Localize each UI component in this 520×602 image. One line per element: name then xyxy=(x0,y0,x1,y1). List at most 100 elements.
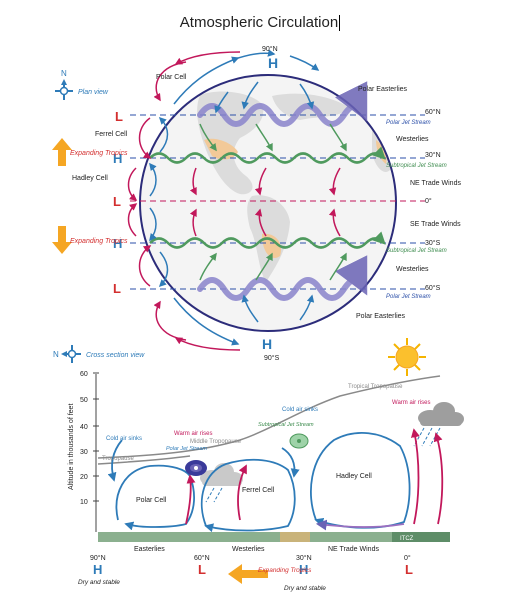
itcz-label: ITCZ xyxy=(400,536,414,542)
lat-60n: 60°N xyxy=(425,108,441,116)
high-south-pole: H xyxy=(262,336,272,352)
ground-strip xyxy=(98,532,450,542)
lat-60s: 60°S xyxy=(425,284,441,292)
wind-polar-easterlies-n: Polar Easterlies xyxy=(358,86,408,93)
plan-compass-icon xyxy=(55,79,73,100)
sun-icon xyxy=(388,338,426,376)
plan-polar-cell-label: Polar Cell xyxy=(156,74,187,81)
tropical-tropopause-label: Tropical Tropopause xyxy=(348,384,403,390)
tropopause-label: Tropopause xyxy=(102,456,134,462)
dry-stable-left-label: Dry and stable xyxy=(78,579,120,586)
subtropical-jet-marker xyxy=(289,433,309,449)
section-ferrel-cell-label: Ferrel Cell xyxy=(242,487,275,494)
high-30n: H xyxy=(113,151,122,166)
pole-north-label: 90°N xyxy=(262,45,278,53)
section-subtropical-jet-label: Subtropical Jet Stream xyxy=(258,422,314,428)
middle-tropopause-label: Middle Tropopause xyxy=(190,439,242,445)
plan-polar-jet-label-n: Polar Jet Stream xyxy=(386,120,431,126)
page-title: Atmospheric Circulation xyxy=(0,14,520,32)
expanding-tropics-south-arrow xyxy=(52,226,72,254)
plan-wind-arrows xyxy=(189,81,347,323)
plan-north-letter: N xyxy=(61,69,67,78)
section-north-letter: N xyxy=(53,350,59,359)
expanding-tropics-south-label: Expanding Tropics xyxy=(70,238,128,245)
lat-0: 0° xyxy=(425,197,432,205)
polar-jet-stream-south xyxy=(197,255,368,301)
y-tick-30: 30 xyxy=(80,449,88,456)
desert-band xyxy=(280,532,310,542)
y-tick-40: 40 xyxy=(80,424,88,431)
plan-ferrel-cell-label: Ferrel Cell xyxy=(95,131,128,138)
expanding-tropics-north-label: Expanding Tropics xyxy=(70,150,128,157)
surface-westerlies-label: Westerlies xyxy=(232,546,265,553)
wind-ne-trade: NE Trade Winds xyxy=(410,180,461,187)
bottom-high-30n: H xyxy=(299,562,308,577)
plan-subtropical-jet-label-n: Subtropical Jet Stream xyxy=(386,163,447,169)
y-tick-20: 20 xyxy=(80,474,88,481)
wind-se-trade: SE Trade Winds xyxy=(410,221,461,228)
polar-cell-rise xyxy=(185,474,196,525)
warm-rises-right-label: Warm air rises xyxy=(392,400,430,406)
cold-sinks-mid-label: Cold air sinks xyxy=(282,407,318,413)
polar-jet-stream-north xyxy=(197,81,368,127)
tropopause-lower-line xyxy=(97,455,191,465)
y-axis-label: Altitude in thousands of feet xyxy=(68,404,75,490)
low-60n: L xyxy=(115,109,123,124)
bottom-lat-90n: 90°N xyxy=(90,554,106,562)
section-view-label: Cross section view xyxy=(86,352,145,359)
section-cells xyxy=(107,428,444,533)
cold-sinks-arrow xyxy=(107,439,123,482)
surface-easterlies-label: Easterlies xyxy=(134,546,165,553)
bottom-lat-60n: 60°N xyxy=(194,554,210,562)
plan-view-label: Plan view xyxy=(78,89,109,96)
subtropical-jet-north xyxy=(149,146,386,164)
section-polar-cell-label: Polar Cell xyxy=(136,497,167,504)
y-ticks xyxy=(93,372,99,502)
ferrel-rise xyxy=(237,464,247,521)
y-tick-50: 50 xyxy=(80,397,88,404)
y-tick-10: 10 xyxy=(80,499,88,506)
dry-stable-mid-label: Dry and stable xyxy=(284,585,326,592)
section-compass-icon xyxy=(61,345,81,363)
tropopause-line xyxy=(97,375,441,459)
y-tick-60: 60 xyxy=(80,371,88,378)
expanding-tropics-section-label: Expanding Tropics xyxy=(258,567,312,574)
bottom-low-0: L xyxy=(405,562,413,577)
ferrel-cell-descent xyxy=(281,447,300,478)
cloud-icon-right xyxy=(418,402,464,426)
warm-rises-left-label: Warm air rises xyxy=(174,431,212,437)
plan-hadley-cell-label: Hadley Cell xyxy=(72,175,108,182)
lat-30n: 30°N xyxy=(425,151,441,159)
pole-south-label: 90°S xyxy=(264,354,280,362)
section-hadley-cell-label: Hadley Cell xyxy=(336,473,372,480)
polar-jet-marker xyxy=(185,460,207,476)
plan-subtropical-jet-label-s: Subtropical Jet Stream xyxy=(386,248,447,254)
wind-westerlies-n: Westerlies xyxy=(396,136,429,143)
cold-sinks-left-label: Cold air sinks xyxy=(106,436,142,442)
bottom-lat-30n: 30°N xyxy=(296,554,312,562)
expanding-tropics-section-arrow xyxy=(228,564,268,584)
itcz-rise xyxy=(410,428,420,525)
wind-westerlies-s: Westerlies xyxy=(396,266,429,273)
high-north-pole: H xyxy=(268,55,278,71)
expanding-tropics-north-arrow xyxy=(52,138,72,166)
high-30s: H xyxy=(113,236,122,251)
subtropical-jet-south xyxy=(149,231,386,249)
hadley-cell-loop xyxy=(310,432,411,529)
surface-ne-trade-label: NE Trade Winds xyxy=(328,546,379,553)
hadley-cell-surface xyxy=(315,519,405,531)
plan-cell-loops xyxy=(127,49,320,351)
lat-30s: 30°S xyxy=(425,239,441,247)
itcz-band xyxy=(392,532,450,542)
wind-polar-easterlies-s: Polar Easterlies xyxy=(356,313,406,320)
ferrel-cell-loop xyxy=(200,458,296,533)
plan-polar-jet-label-s: Polar Jet Stream xyxy=(386,294,431,300)
bottom-high-90n: H xyxy=(93,562,102,577)
title-text: Atmospheric Circulation xyxy=(179,14,339,31)
section-polar-jet-label: Polar Jet Stream xyxy=(166,446,207,452)
low-60s: L xyxy=(113,281,121,296)
bottom-lat-0: 0° xyxy=(404,554,411,562)
bottom-low-60n: L xyxy=(198,562,206,577)
low-equator: L xyxy=(113,194,121,209)
